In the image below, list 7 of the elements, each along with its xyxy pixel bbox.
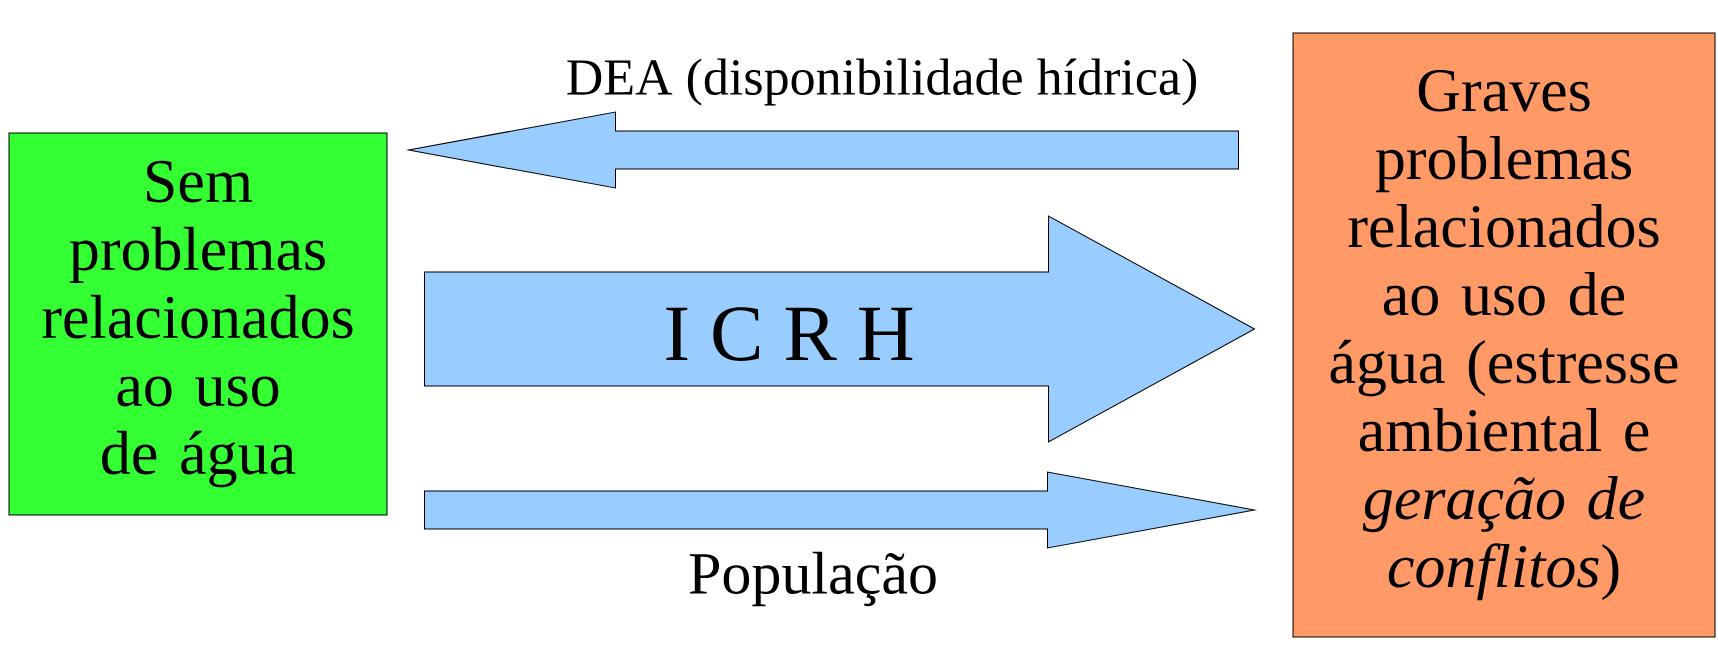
block-arrow <box>424 471 1255 549</box>
block-arrow <box>408 111 1239 189</box>
edge-label: População <box>686 549 940 609</box>
edge-label: DEA (disponibilidade hídrica) <box>563 56 1201 108</box>
edge-label: I C R H <box>661 305 917 363</box>
text-box: Sem problemas relacionados ao uso de água <box>8 132 388 516</box>
text-box: Graves problemas relacionados ao uso de água (estresse ambiental e geração de conflitos) <box>1292 32 1716 638</box>
